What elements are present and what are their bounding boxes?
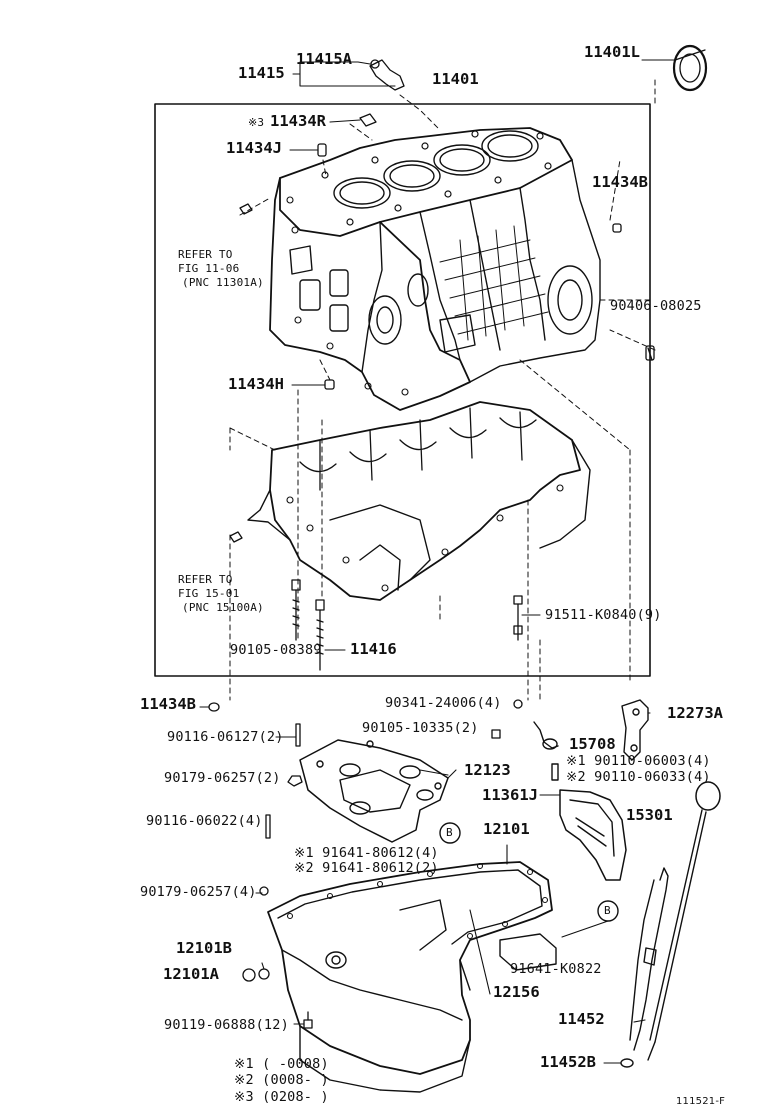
- label-11401l: 11401L: [584, 43, 640, 61]
- gasket-12156: [499, 933, 557, 971]
- validity-note-3: ※3 (0208- ): [234, 1089, 329, 1105]
- validity-note-2: ※2 (0008- ): [234, 1072, 329, 1088]
- label-12273a: 12273A: [667, 704, 723, 722]
- refer-note-2-line1: REFER TO: [178, 573, 233, 586]
- baffle-plate: [299, 739, 449, 843]
- oil-pan: [267, 861, 553, 1093]
- assembly-frame: [154, 103, 651, 677]
- leader-lines: [229, 79, 656, 701]
- label-90116-06127: 90116-06127(2): [167, 729, 284, 745]
- refer-note-1-line3: (PNC 11301A): [182, 276, 264, 289]
- callout-b-1: B: [446, 826, 453, 839]
- label-11452b: 11452B: [540, 1053, 596, 1071]
- callout-b-circle-1: [439, 822, 461, 844]
- crankcase: [247, 401, 591, 601]
- label-11415a: 11415A: [296, 50, 352, 68]
- label-11434r: 11434R: [270, 112, 326, 130]
- label-11361j: 11361J: [482, 786, 538, 804]
- label-90105-10335: 90105-10335(2): [362, 720, 479, 736]
- label-12156: 12156: [493, 983, 540, 1001]
- label-leaders: [199, 59, 677, 1064]
- figure-reference: 111521-F: [676, 1096, 726, 1107]
- bracket-12273a: [621, 699, 649, 761]
- label-90110-06003: ※1 90110-06003(4): [566, 753, 711, 769]
- label-11434b-left: 11434B: [140, 695, 196, 713]
- label-12101: 12101: [483, 820, 530, 838]
- cylinder-block: [269, 127, 601, 411]
- label-91641-80612-2: ※2 91641-80612(2): [294, 860, 439, 876]
- label-90116-06022: 90116-06022(4): [146, 813, 263, 829]
- label-90179-06257-2: 90179-06257(2): [164, 770, 281, 786]
- label-90119-06888: 90119-06888(12): [164, 1017, 289, 1033]
- note-mark-3: ※3: [248, 116, 265, 129]
- refer-note-1-line1: REFER TO: [178, 248, 233, 261]
- label-91641-80612-1: ※1 91641-80612(4): [294, 845, 439, 861]
- refer-note-2-line3: (PNC 15100A): [182, 601, 264, 614]
- dipstick: [620, 781, 721, 1068]
- label-11434b-top: 11434B: [592, 173, 648, 191]
- refer-note-1-line2: FIG 11-06: [178, 262, 240, 275]
- label-90179-06257-4: 90179-06257(4): [140, 884, 257, 900]
- label-12101b: 12101B: [176, 939, 232, 957]
- label-11415: 11415: [238, 64, 285, 82]
- label-12123: 12123: [464, 761, 511, 779]
- callout-b-2: B: [604, 904, 611, 917]
- label-11452: 11452: [558, 1010, 605, 1028]
- label-91641-k0822: 91641-K0822: [510, 961, 602, 977]
- oil-strainer: [559, 789, 627, 881]
- label-90341-24006: 90341-24006(4): [385, 695, 502, 711]
- label-15708: 15708: [569, 735, 616, 753]
- label-90406-08025: 90406-08025: [610, 298, 702, 314]
- label-11434j: 11434J: [226, 139, 282, 157]
- refer-note-2-line2: FIG 15-01: [178, 587, 240, 600]
- bolt-90110: [551, 763, 559, 781]
- label-91511-k0840: 91511-K0840(9): [545, 607, 662, 623]
- label-11401: 11401: [432, 70, 479, 88]
- label-11434h: 11434H: [228, 375, 284, 393]
- label-12101a: 12101A: [163, 965, 219, 983]
- label-90105-08389: 90105-08389: [230, 642, 322, 658]
- validity-note-1: ※1 ( -0008): [234, 1056, 329, 1072]
- label-15301: 15301: [626, 806, 673, 824]
- oil-strainer-pipe: [533, 721, 559, 750]
- fasteners: [208, 44, 708, 1029]
- label-90110-06033: ※2 90110-06033(4): [566, 769, 711, 785]
- label-11416: 11416: [350, 640, 397, 658]
